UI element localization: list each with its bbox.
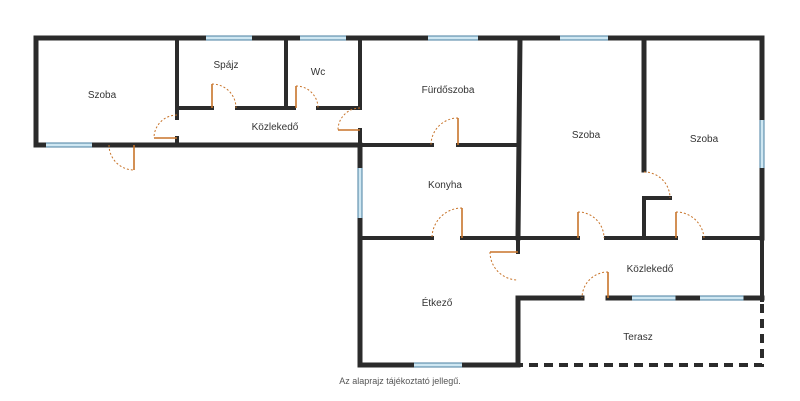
window-top-szoba (560, 35, 608, 41)
room-label-szoba-3: Szoba (690, 134, 719, 145)
room-label-wc: Wc (311, 67, 325, 78)
room-label-kozlekedo-1: Közlekedő (252, 122, 299, 133)
window-left-konyha (357, 168, 363, 218)
room-label-furdoszoba: Fürdőszoba (422, 85, 475, 96)
room-labels: Szoba Spájz Wc Fürdőszoba Közlekedő Szob… (88, 60, 719, 343)
door-konyha (431, 207, 463, 239)
windows (46, 35, 765, 368)
window-right-szoba (759, 120, 765, 168)
window-kozlekedo2-1 (605, 295, 765, 301)
window-top-furdo (428, 35, 478, 41)
wall-furdo-szoba (515, 35, 523, 241)
room-label-etkezo: Étkező (422, 296, 453, 309)
window-top-spajz (206, 35, 252, 41)
room-label-kozlekedo-2: Közlekedő (627, 264, 674, 275)
door-szoba2 (577, 211, 605, 239)
window-bottom-szoba-left (46, 142, 92, 148)
door-szoba-corridor (153, 114, 178, 139)
doors (108, 83, 705, 299)
window-bottom-etkezo (414, 362, 462, 368)
door-furdo-corridor (337, 107, 361, 131)
walls (33, 35, 765, 368)
door-spajz (211, 83, 237, 109)
room-label-szoba-2: Szoba (572, 130, 601, 141)
door-szoba3-bottom (675, 211, 705, 239)
terrace-outline (515, 297, 764, 368)
room-label-terasz: Terasz (623, 332, 652, 343)
door-szoba-entrance (108, 144, 135, 171)
door-furdo-konyha (430, 117, 459, 146)
door-wc (295, 85, 319, 109)
room-label-szoba-1: Szoba (88, 90, 117, 101)
door-etkezo-kozlekedo (489, 251, 519, 281)
door-terasz (581, 271, 609, 299)
wall-top-left (33, 35, 765, 241)
disclaimer-note: Az alaprajz tájékoztató jellegű. (339, 376, 461, 386)
room-label-konyha: Konyha (428, 180, 462, 191)
window-top-wc (300, 35, 346, 41)
door-szoba3 (643, 171, 671, 199)
room-label-spajz: Spájz (213, 60, 238, 71)
